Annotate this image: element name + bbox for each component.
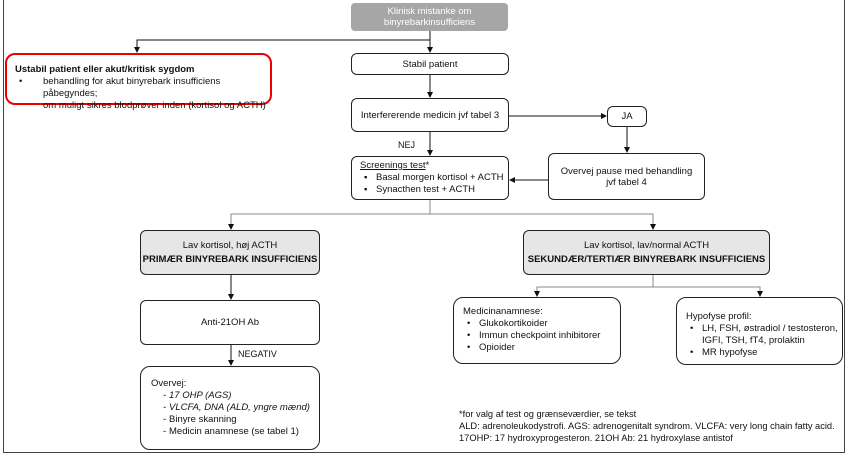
stable-label: Stabil patient xyxy=(402,58,458,70)
unstable-bullet-text: behandling for akut binyrebark insuffici… xyxy=(43,76,221,99)
primary-box: Lav kortisol, høj ACTH PRIMÆR BINYREBARK… xyxy=(140,230,320,275)
anti-box: Anti-21OH Ab xyxy=(140,300,320,345)
arrow-to-medhistory xyxy=(534,275,654,297)
arrow-to-unstable xyxy=(134,31,431,53)
unstable-title: Ustabil patient eller akut/kritisk sygdo… xyxy=(15,64,195,75)
pituitary-item-cont: IGFI, TSH, fT4, prolaktin xyxy=(686,335,842,347)
screening-title: Screenings test xyxy=(360,160,426,171)
yes-box: JA xyxy=(607,106,647,127)
medhistory-item: Opioider xyxy=(463,342,620,354)
secondary-line1: Lav kortisol, lav/normal ACTH xyxy=(583,240,710,251)
start-line2: binyrebarkinsufficiens xyxy=(383,17,476,28)
footnote: *for valg af test og grænseværdier, se t… xyxy=(459,409,637,419)
pause-line2: jvf tabel 4 xyxy=(606,176,647,188)
consider-item: VLCFA, DNA (ALD, yngre mænd) xyxy=(151,402,319,414)
pause-box: Overvej pause med behandling jvf tabel 4 xyxy=(548,153,705,200)
unstable-box: Ustabil patient eller akut/kritisk sygdo… xyxy=(5,53,272,111)
pituitary-title: Hypofyse profil: xyxy=(686,311,752,322)
screening-item: Basal morgen kortisol + ACTH xyxy=(360,172,508,184)
arrow-to-pituitary xyxy=(653,286,763,297)
yes-label: JA xyxy=(621,111,633,122)
outer-frame xyxy=(3,0,845,453)
primary-line2: PRIMÆR BINYREBARK INSUFFICIENS xyxy=(142,254,318,265)
pituitary-box: Hypofyse profil: LH, FSH, østradiol / te… xyxy=(676,297,843,365)
secondary-line2: SEKUNDÆR/TERTIÆR BINYREBARK INSUFFICIENS xyxy=(527,254,766,265)
medhistory-item: Glukokortikoider xyxy=(463,318,620,330)
medhistory-item: Immun checkpoint inhibitorer xyxy=(463,330,620,342)
medhistory-title: Medicinanamnese: xyxy=(463,306,543,317)
primary-line1: Lav kortisol, høj ACTH xyxy=(182,240,278,251)
arrow-to-secondary xyxy=(430,213,656,230)
start-line1: Klinisk mistanke om xyxy=(387,6,472,17)
negative-label: NEGATIV xyxy=(238,349,277,359)
consider-item: Binyre skanning xyxy=(151,414,319,426)
consider-item: Medicin anamnese (se tabel 1) xyxy=(151,426,319,438)
anti-label: Anti-21OH Ab xyxy=(200,317,260,328)
stable-box: Stabil patient xyxy=(351,53,509,75)
screening-asterisk: * xyxy=(425,160,430,171)
unstable-bullet-cont: om muligt sikres blodprøver inden (korti… xyxy=(43,100,266,111)
footnotes: *for valg af test og grænseværdier, se t… xyxy=(459,408,835,444)
pituitary-item: LH, FSH, østradiol / testosteron, xyxy=(686,323,842,335)
secondary-box: Lav kortisol, lav/normal ACTH SEKUNDÆR/T… xyxy=(523,230,770,275)
pituitary-item: MR hypofyse xyxy=(686,347,842,359)
unstable-bullet: behandling for akut binyrebark insuffici… xyxy=(15,76,270,100)
pause-line1: Overvej pause med behandling xyxy=(560,165,693,177)
footnote: ALD: adrenoleukodystrofi. AGS: adrenogen… xyxy=(459,421,835,431)
consider-box: Overvej: 17 OHP (AGS) VLCFA, DNA (ALD, y… xyxy=(140,366,320,450)
arrow-to-primary xyxy=(228,200,431,230)
screening-box: Screenings test* Basal morgen kortisol +… xyxy=(351,156,509,200)
consider-item: 17 OHP (AGS) xyxy=(151,390,319,402)
pituitary-item-text: IGFI, TSH, fT4, prolaktin xyxy=(702,335,805,346)
screening-item: Synacthen test + ACTH xyxy=(360,184,508,196)
consider-title: Overvej: xyxy=(151,378,187,389)
interfering-box: Interfererende medicin jvf tabel 3 xyxy=(351,98,509,132)
footnote: 17OHP: 17 hydroxyprogesteron. 21OH Ab: 2… xyxy=(459,433,733,443)
no-label: NEJ xyxy=(398,140,416,150)
medhistory-box: Medicinanamnese: Glukokortikoider Immun … xyxy=(453,297,621,364)
interfering-label: Interfererende medicin jvf tabel 3 xyxy=(360,109,500,121)
start-box: Klinisk mistanke om binyrebarkinsufficie… xyxy=(351,3,508,31)
